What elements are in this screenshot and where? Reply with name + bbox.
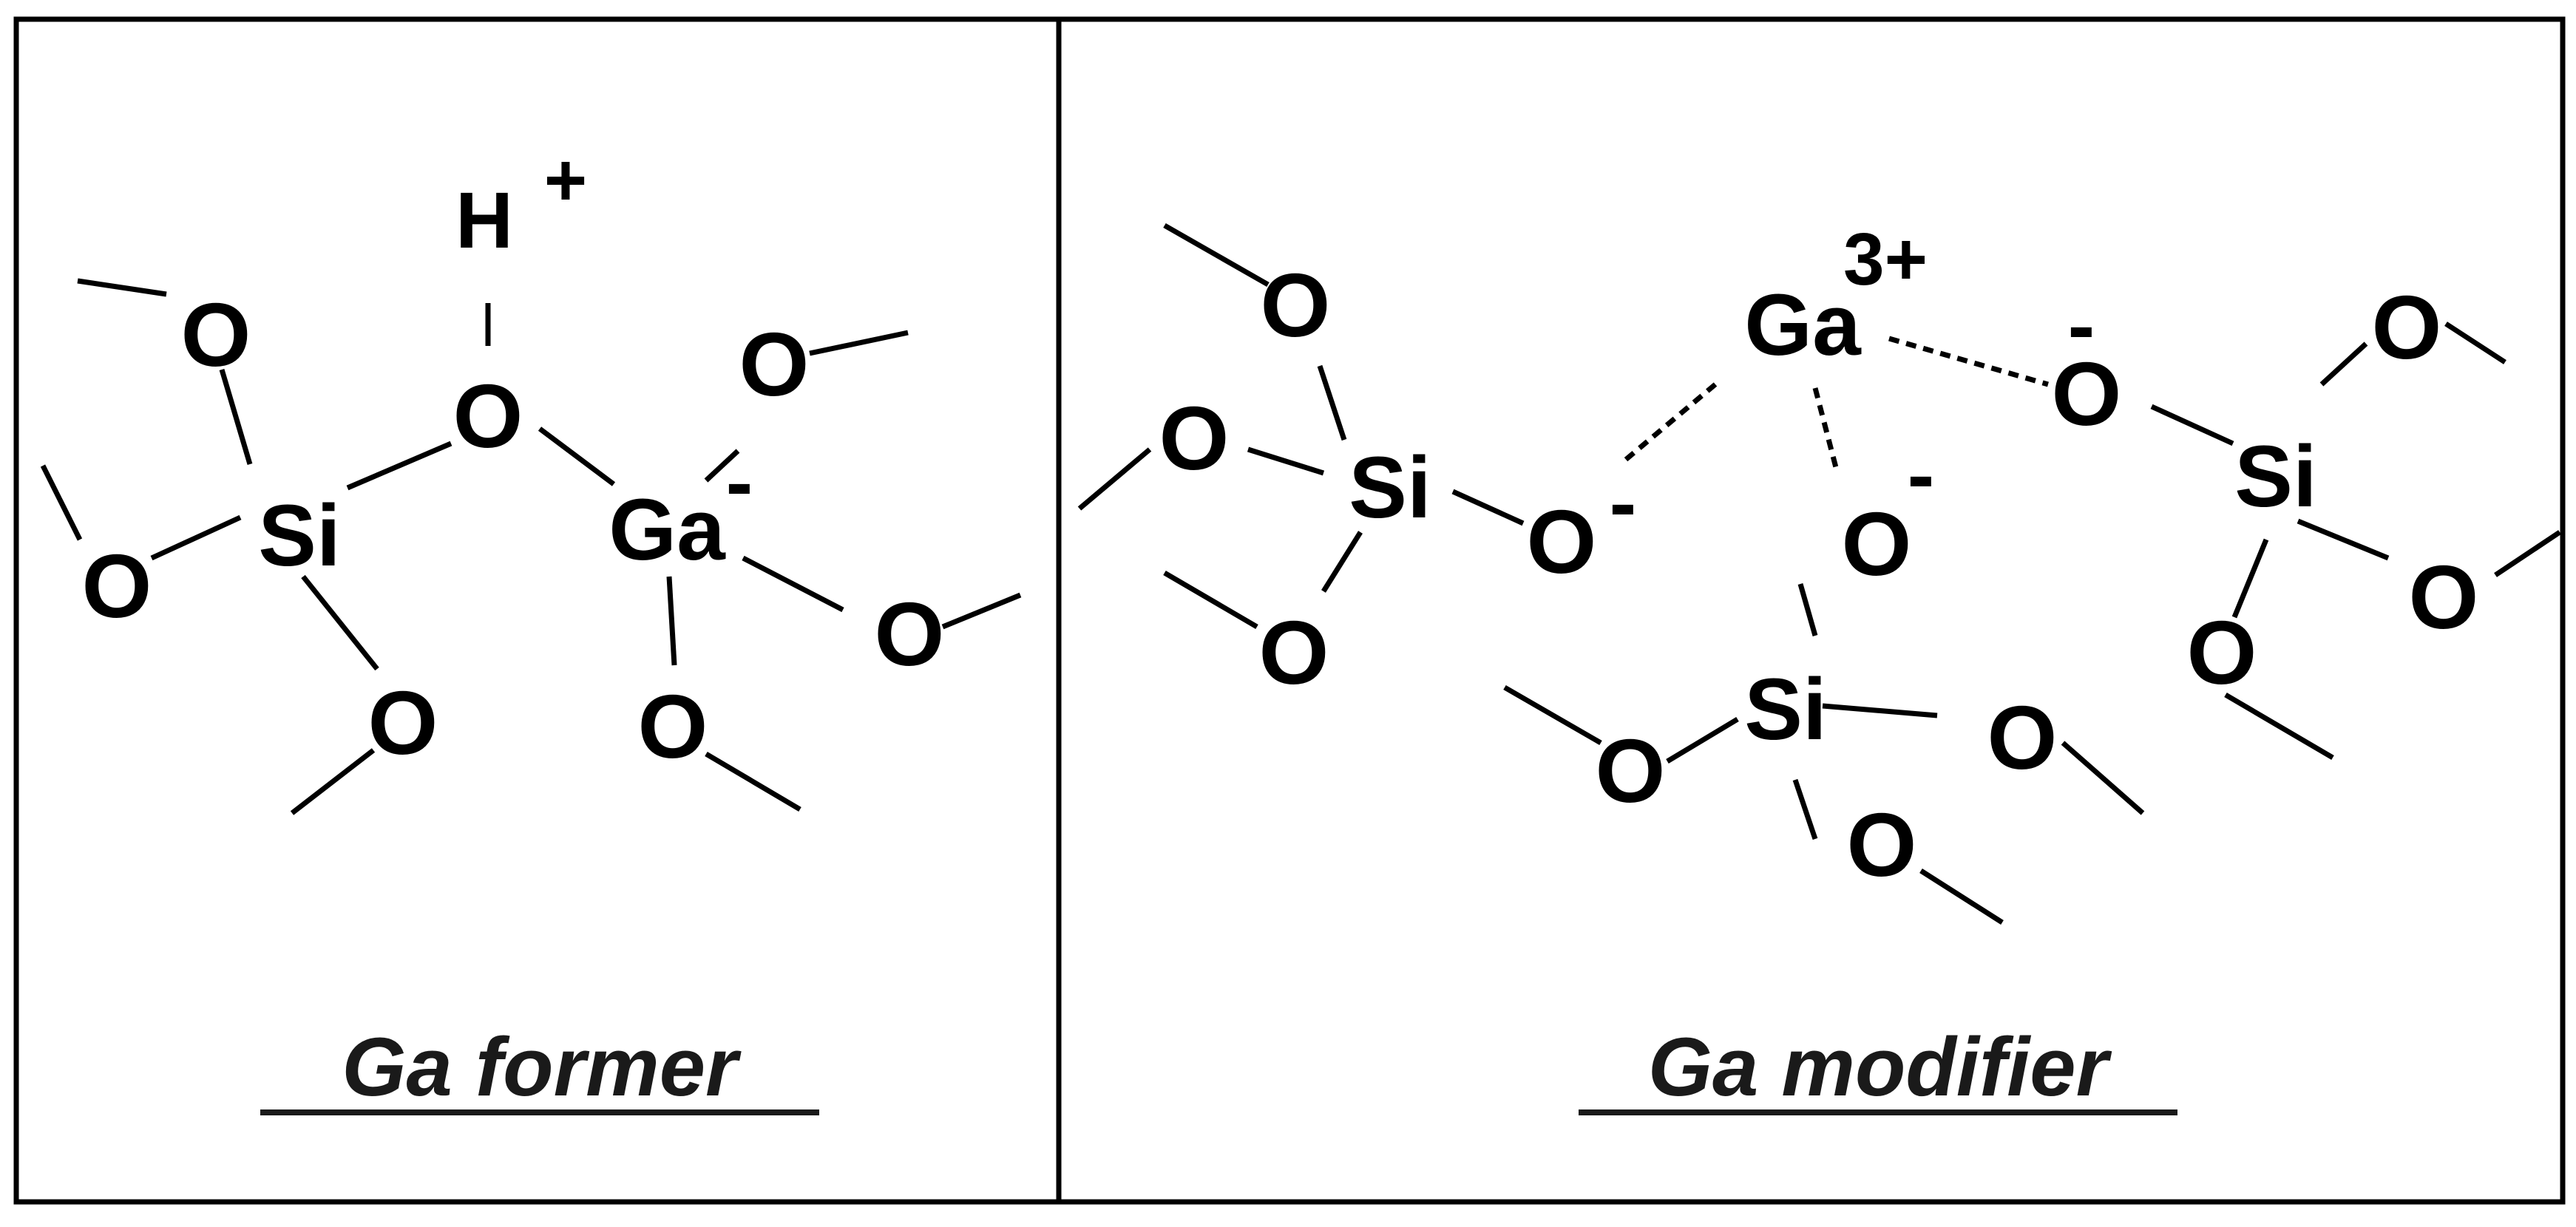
bond [2319, 341, 2368, 387]
caption-ga-former: Ga former [342, 1021, 742, 1113]
gallium-atom: Ga [1744, 276, 1862, 374]
oxygen-atom: O [1261, 255, 1331, 356]
oxygen-atom: O [1596, 721, 1666, 821]
bond [1792, 778, 1818, 840]
bond [1451, 489, 1525, 526]
silicon-atom: Si [1744, 661, 1827, 758]
bond [1822, 703, 1938, 718]
bond [941, 592, 1022, 630]
oxygen-atom: O [1842, 494, 1912, 594]
bond [2444, 322, 2506, 364]
oxide-charge: - [1908, 429, 1935, 520]
silicon-atom: Si [258, 487, 341, 585]
bond [346, 441, 453, 491]
silicon-atom: Si [1349, 439, 1431, 537]
oxygen-atom: O [1987, 687, 2058, 788]
bond [1503, 684, 1602, 746]
ionic-interaction [1621, 382, 1718, 464]
bond [1247, 446, 1325, 476]
panel-frame-right [1056, 16, 2566, 1205]
silicon-atom: Si [2234, 428, 2317, 526]
oxygen-atom: O [1847, 795, 1917, 895]
oxygen-atom: O [638, 676, 708, 777]
oxygen-atom: O [2409, 547, 2479, 648]
bond [809, 330, 909, 356]
bond [705, 751, 801, 812]
bond [1077, 447, 1152, 511]
bond [1666, 716, 1739, 764]
oxygen-atom: O [1527, 492, 1597, 592]
ga-modifier-structure: O O Si O O - Ga 3+ O - O - Si O O O Si O… [1077, 218, 2561, 925]
bond [2297, 518, 2390, 561]
oxygen-atom: O [2052, 344, 2122, 444]
bond [742, 555, 844, 613]
bond [150, 514, 242, 561]
ionic-interaction [1812, 387, 1840, 474]
proton-charge: + [544, 139, 587, 222]
bond [704, 449, 740, 483]
bond [40, 464, 83, 541]
bond [2061, 741, 2145, 815]
bond [2494, 530, 2561, 577]
bond [538, 426, 616, 486]
gallium-charge: - [726, 437, 753, 528]
oxide-charge: - [1610, 458, 1637, 548]
bond [1797, 583, 1818, 636]
oxygen-atom: O [181, 285, 251, 385]
oxygen-atom: O [453, 366, 523, 466]
bond [2224, 692, 2334, 761]
bond [1317, 364, 1347, 441]
caption-ga-modifier: Ga modifier [1648, 1021, 2112, 1113]
oxygen-atom: O [2372, 277, 2442, 378]
bond [77, 278, 167, 297]
oxygen-atom: O [82, 536, 152, 636]
oxygen-atom: O [875, 584, 945, 684]
oxide-charge: - [2068, 280, 2095, 371]
bond [1321, 531, 1363, 593]
ionic-interaction [1888, 336, 2049, 387]
oxygen-atom: O [368, 673, 438, 773]
oxygen-atom: O [2187, 602, 2257, 703]
bond [290, 748, 376, 815]
gallium-atom: Ga [609, 481, 726, 579]
hydrogen-atom: H [455, 175, 513, 265]
oxygen-atom: O [1159, 388, 1230, 489]
bond [219, 369, 253, 465]
bond [2150, 404, 2234, 446]
bond [666, 576, 677, 666]
oxygen-atom: O [1259, 602, 1329, 703]
bond [1919, 869, 2004, 925]
oxygen-atom: O [739, 314, 810, 415]
bond [1163, 222, 1270, 288]
gallium-charge: 3+ [1843, 218, 1928, 301]
bond [1163, 570, 1258, 630]
bond [2231, 538, 2269, 619]
bond [301, 574, 379, 671]
ga-former-structure: O H + O Si O O Ga - O O O [40, 139, 1022, 815]
